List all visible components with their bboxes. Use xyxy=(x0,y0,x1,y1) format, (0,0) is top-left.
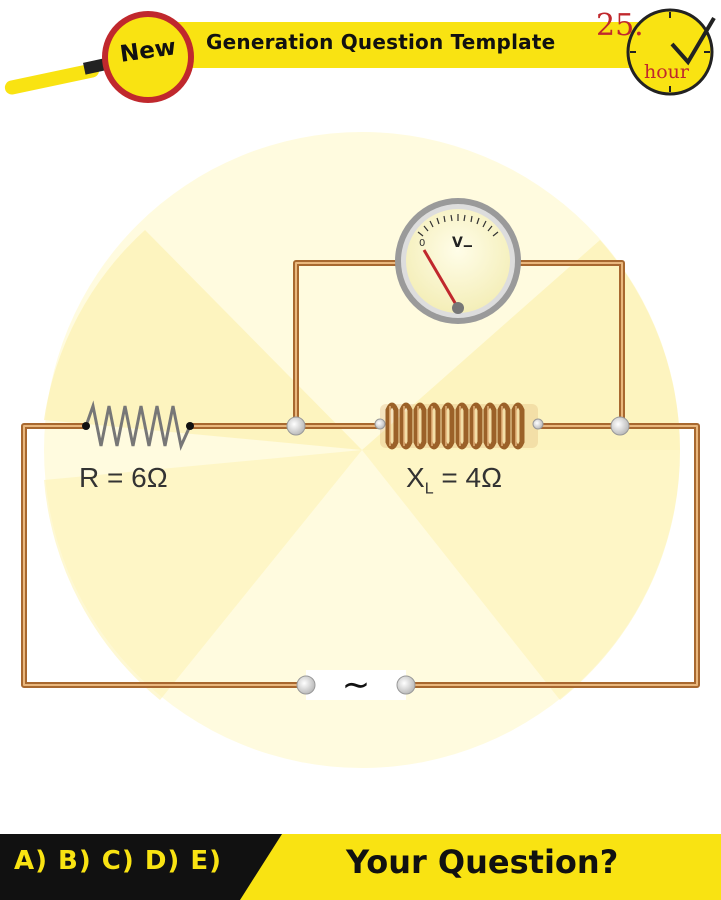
clock-face xyxy=(626,8,714,96)
question-text: Your Question? xyxy=(346,843,619,881)
ac-source-icon: ∼ xyxy=(296,665,416,705)
inductor-label-main: X xyxy=(406,462,425,493)
voltmeter-needle xyxy=(422,249,460,309)
inductor-label-rest: = 4Ω xyxy=(433,462,503,493)
background-ray xyxy=(44,230,362,450)
magnifier-handle xyxy=(4,63,100,95)
inductor-label: XL = 4Ω xyxy=(406,462,502,499)
background-ray xyxy=(362,450,681,700)
inductor-label-sub: L xyxy=(424,480,434,498)
wire-highlights xyxy=(23,262,698,686)
footer-bar xyxy=(0,834,721,900)
voltmeter-icon: 0 V ‒ xyxy=(395,198,521,324)
inductor-coil-icon xyxy=(380,402,538,450)
page-title: Generation Question Template xyxy=(206,30,556,54)
resistor-label: R = 6Ω xyxy=(79,462,168,493)
checkmark-icon xyxy=(670,16,716,66)
footer-dark-panel xyxy=(0,834,282,900)
answer-options: A) B) C) D) E) xyxy=(14,846,222,876)
clock-icon xyxy=(626,8,716,96)
ac-source-body xyxy=(306,670,406,700)
resistor-terminal xyxy=(186,422,194,430)
voltmeter-dial xyxy=(406,209,510,313)
voltmeter-pivot xyxy=(452,302,464,314)
voltmeter-dc-symbol: ‒ xyxy=(463,238,473,254)
circuit-diagram: 0 V ‒ ∼ xyxy=(21,132,700,768)
inductor-terminal xyxy=(374,418,386,430)
junction-node-right xyxy=(610,416,630,436)
header-bar xyxy=(160,22,680,68)
voltmeter-zero: 0 xyxy=(419,238,425,249)
background-ray xyxy=(362,240,680,450)
voltmeter-symbol: V xyxy=(452,235,463,251)
magnifier-lens xyxy=(108,17,188,97)
resistor-terminal xyxy=(82,422,90,430)
background-ray xyxy=(44,450,362,700)
ac-source-terminal xyxy=(396,675,416,695)
clock-ticks xyxy=(630,12,710,92)
junction-node-left xyxy=(286,416,306,436)
clock-unit: hour xyxy=(644,61,689,83)
clock-number: 25. xyxy=(596,8,644,43)
inductor-terminal xyxy=(532,418,544,430)
resistor-icon xyxy=(84,400,192,451)
ac-source-terminal xyxy=(296,675,316,695)
ac-symbol: ∼ xyxy=(342,665,371,705)
voltmeter-scale xyxy=(417,214,499,237)
magnifier-icon xyxy=(4,11,194,103)
